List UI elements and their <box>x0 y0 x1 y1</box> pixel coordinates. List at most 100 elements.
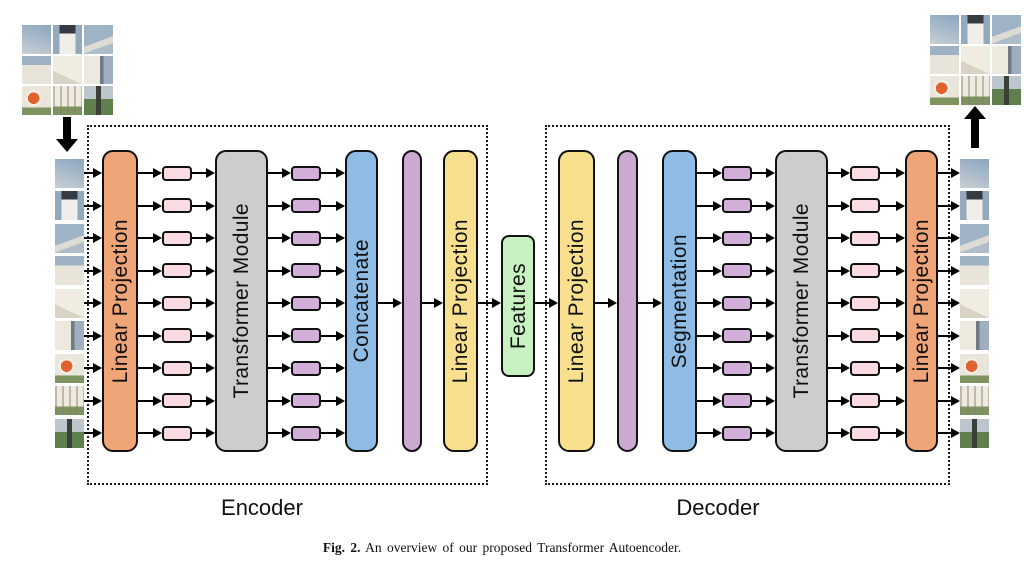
flow-arrow-r7-0-head <box>93 395 102 406</box>
flow-arrow-r5-1 <box>138 334 154 337</box>
flow-arrow-r7-5 <box>697 399 714 402</box>
flow-arrow-r0-1 <box>138 172 154 174</box>
decoder-segmentation: Segmentation <box>662 150 697 452</box>
flow-arrow-r0-8-head <box>896 168 905 178</box>
flow-arrow-r1-1 <box>138 204 154 207</box>
flow-arrow-r1-1-head <box>153 200 162 211</box>
encoder-patch-embedding-6 <box>162 360 192 376</box>
flow-arrow-r7-7 <box>828 399 842 402</box>
flow-arrow-r3-1-head <box>153 265 162 276</box>
flow-arrow-r3-3 <box>268 269 283 272</box>
decoder-token-3 <box>722 263 752 278</box>
flow-arrow-r0-7-head <box>841 168 850 178</box>
output-image-tile-sky <box>930 15 959 44</box>
encoder-patch-embedding-7 <box>162 393 192 408</box>
flow-arrow-r1-5 <box>697 204 714 207</box>
encoder-patch-embedding-1 <box>162 198 192 213</box>
figure-caption-text: An overview of our proposed Transformer … <box>360 540 682 555</box>
encoder-transformer-module-label: Transformer Module <box>230 203 253 399</box>
flow-arrow-r8-4 <box>321 432 337 434</box>
output-image-tile-house <box>930 45 959 75</box>
flow-arrow-r3-0 <box>84 269 94 272</box>
flow-arrow-r5-5-head <box>713 330 722 341</box>
flow-arrow-r2-8-head <box>896 233 905 243</box>
flow-arrow-r3-7-head <box>841 265 850 276</box>
flow-arrow-r3-1 <box>138 269 154 272</box>
decoder-patch-embedding-0 <box>850 165 880 181</box>
bottleneck-arrow-2-head <box>492 298 501 308</box>
bottleneck-arrow-3 <box>535 302 550 304</box>
flow-arrow-r1-5-head <box>713 200 722 211</box>
flow-arrow-r4-1-head <box>153 298 162 308</box>
flow-arrow-r7-4-head <box>336 395 345 406</box>
input-image-tile-sky <box>22 25 51 54</box>
flow-arrow-r2-7-head <box>841 233 850 243</box>
flow-arrow-r6-7-head <box>841 363 850 373</box>
input-image-tile-white-wall <box>53 55 82 85</box>
output-image-tile-life-ring <box>930 76 959 105</box>
flow-arrow-r6-5-head <box>713 363 722 373</box>
down-arrow-shaft <box>63 117 71 140</box>
flow-arrow-r3-4-head <box>336 265 345 276</box>
flow-arrow-r8-3 <box>268 432 283 434</box>
flow-arrow-r1-0 <box>84 204 94 207</box>
features-box-label: Features <box>506 262 530 350</box>
flow-arrow-r5-9 <box>938 334 952 337</box>
flow-arrow-r4-2-head <box>206 298 215 308</box>
flow-arrow-r6-2 <box>192 367 207 369</box>
decoder-linear-projection-out-label: Linear Projection <box>910 218 933 384</box>
flow-arrow-r0-7 <box>828 172 842 174</box>
flow-arrow-r8-2-head <box>206 428 215 438</box>
encoder-token-1 <box>291 198 321 213</box>
flow-arrow-r6-6-head <box>766 363 775 373</box>
figure-caption-number: Fig. 2. <box>322 540 361 555</box>
flow-arrow-r2-1 <box>138 237 154 239</box>
flow-arrow-r4-7-head <box>841 298 850 308</box>
decoder-transformer-module: Transformer Module <box>775 150 828 452</box>
encoder-token-3 <box>291 263 321 278</box>
bottleneck-arrow-0 <box>378 302 394 304</box>
input-image-tile-wall-pole <box>84 55 113 85</box>
decoder-linear-projection-out: Linear Projection <box>905 150 938 452</box>
flow-arrow-r7-3-head <box>282 395 291 406</box>
flow-arrow-r0-4-head <box>336 168 345 178</box>
encoder-token-0 <box>291 165 321 181</box>
input-patch-column-fence <box>55 386 84 415</box>
encoder-label: Encoder <box>221 495 303 520</box>
decoder-linear-projection-in-label: Linear Projection <box>565 218 588 384</box>
flow-arrow-r2-4 <box>321 237 337 239</box>
flow-arrow-r6-9-head <box>951 363 960 373</box>
flow-arrow-r3-0-head <box>93 265 102 276</box>
flow-arrow-r1-3-head <box>282 200 291 211</box>
decoder-linear-projection-in: Linear Projection <box>558 150 595 452</box>
flow-arrow-r7-0 <box>84 399 94 402</box>
flow-arrow-r1-7 <box>828 204 842 207</box>
encoder-box <box>87 125 488 485</box>
input-image-tile-fence <box>53 86 82 115</box>
encoder-linear-projection-in-label: Linear Projection <box>108 218 132 384</box>
flow-arrow-r1-4-head <box>336 200 345 211</box>
flow-arrow-r6-4 <box>321 367 337 369</box>
input-image-tile-house <box>22 55 51 85</box>
flow-arrow-r5-8-head <box>896 330 905 341</box>
flow-arrow-r5-9-head <box>951 330 960 341</box>
flow-arrow-r5-2 <box>192 334 207 337</box>
output-patch-column-house <box>960 256 989 285</box>
encoder-token-5 <box>291 328 321 343</box>
flow-arrow-r8-1 <box>138 432 154 434</box>
flow-arrow-r5-6 <box>752 334 767 337</box>
input-patch-column-sky-corner <box>55 223 84 253</box>
flow-arrow-r1-8-head <box>896 200 905 211</box>
flow-arrow-r8-0 <box>84 432 94 434</box>
flow-arrow-r2-6 <box>752 237 767 239</box>
flow-arrow-r4-4 <box>321 302 337 304</box>
flow-arrow-r0-9 <box>938 172 952 174</box>
flow-arrow-r5-7-head <box>841 330 850 341</box>
flow-arrow-r6-7 <box>828 367 842 369</box>
bottleneck-arrow-5-head <box>653 298 662 308</box>
flow-arrow-r1-6-head <box>766 200 775 211</box>
decoder-patch-embedding-8 <box>850 425 880 441</box>
flow-arrow-r2-1-head <box>153 233 162 243</box>
flow-arrow-r6-3 <box>268 367 283 369</box>
